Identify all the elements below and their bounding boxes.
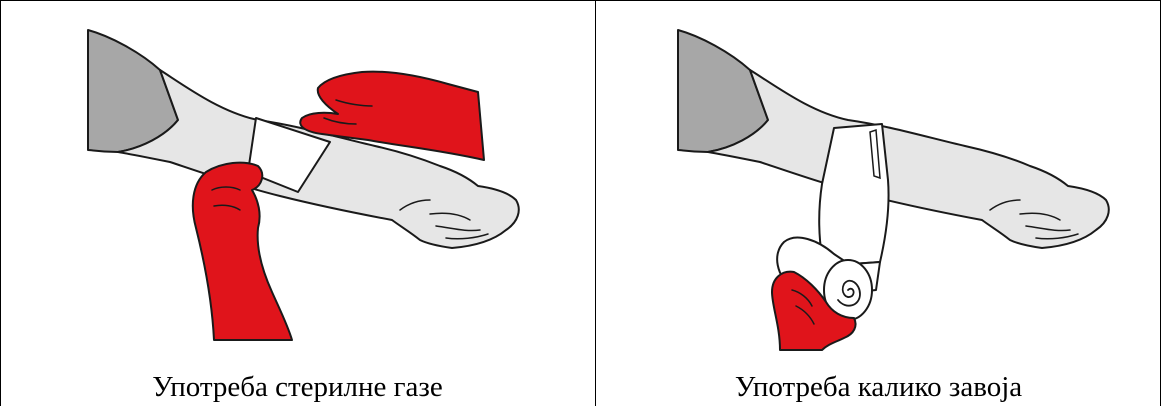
gauze-pad [247,117,331,193]
upper-glove-hand [299,70,485,161]
palm-lines [399,199,489,240]
bandage-wrap [818,123,890,267]
glove-hand [771,270,857,351]
panel-sterile-gauze: Употреба стерилне газе [87,29,520,403]
panel-calico-bandage: Употреба калико завоја [596,0,1161,406]
palm-lines [989,199,1079,240]
upper-glove-creases [323,99,373,125]
gauze-illustration [87,29,520,341]
bandage-illustration [677,29,1110,351]
glove-creases [791,289,815,325]
bandage-edge [869,128,881,180]
caption-sterile-gauze: Употреба стерилне газе [152,371,443,403]
bandage-roll-spiral [837,279,861,307]
lower-glove-hand [191,161,293,341]
caption-calico-bandage: Употреба калико завоја [734,371,1023,403]
bare-arm [707,69,1110,249]
panel-divider [595,0,596,406]
lower-glove-creases [211,186,241,211]
